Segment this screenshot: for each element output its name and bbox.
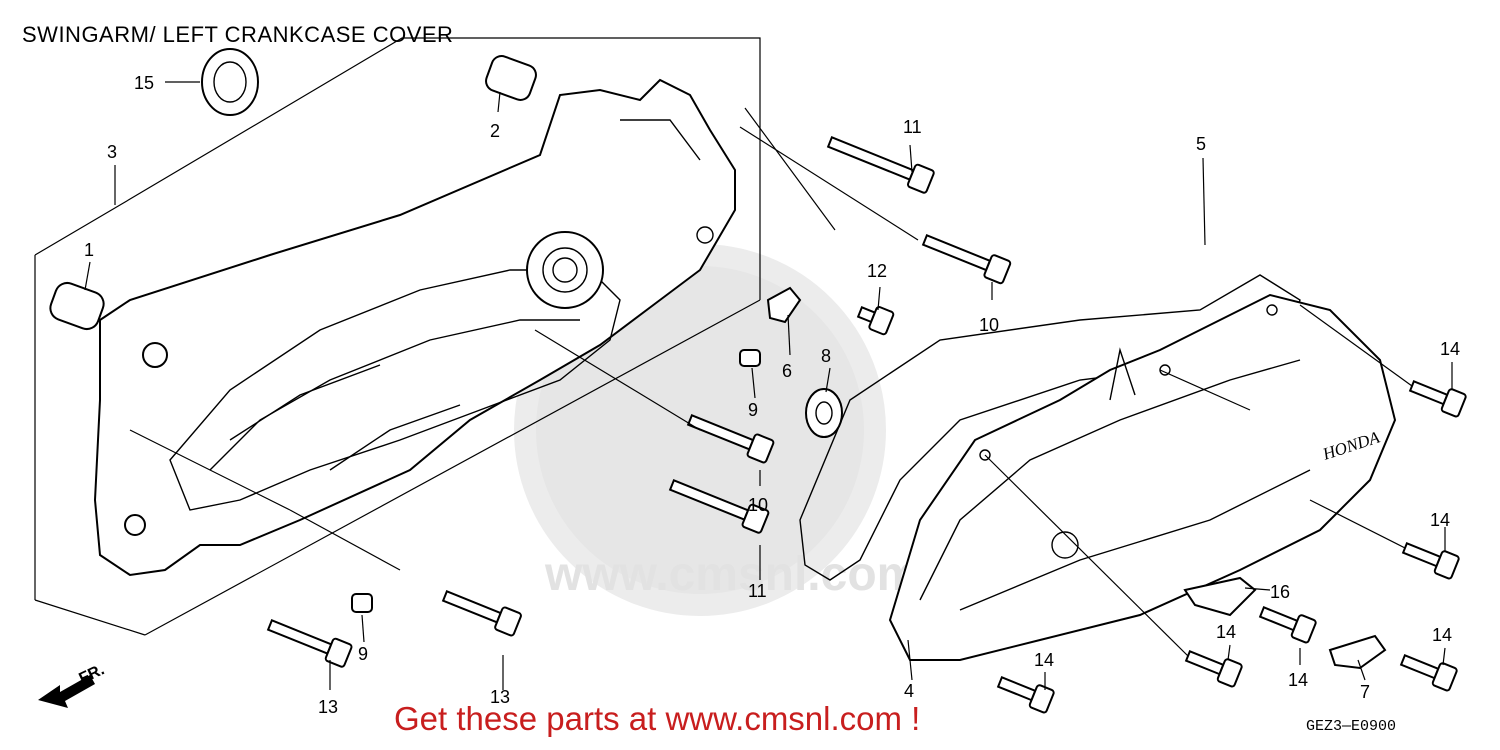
callouts: 15 2 3 1 11 5 12 10 8 6 14 9 10 14 11 16… xyxy=(84,73,1460,717)
callout-10-top: 10 xyxy=(979,315,999,335)
callout-6: 6 xyxy=(782,361,792,381)
clip-part-16 xyxy=(1183,576,1257,617)
bearing-part-15 xyxy=(201,48,259,116)
oil-seal-part-8 xyxy=(805,388,843,438)
callout-4: 4 xyxy=(904,681,914,701)
bushing-part-2 xyxy=(485,55,537,101)
callout-14-center-a: 14 xyxy=(1216,622,1236,642)
footer-link-text[interactable]: Get these parts at www.cmsnl.com ! xyxy=(394,700,921,737)
front-direction-arrow: FR. xyxy=(38,661,107,708)
callout-12: 12 xyxy=(867,261,887,281)
callout-10-mid: 10 xyxy=(748,495,768,515)
front-arrow-label: FR. xyxy=(77,661,108,687)
callout-2: 2 xyxy=(490,121,500,141)
callout-1: 1 xyxy=(84,240,94,260)
callout-8: 8 xyxy=(821,346,831,366)
belt-cover-part: HONDA xyxy=(799,274,1397,661)
callout-16: 16 xyxy=(1270,582,1290,602)
dowel-pin-part-9a xyxy=(739,349,761,367)
callout-9-upper: 9 xyxy=(748,400,758,420)
callout-3: 3 xyxy=(107,142,117,162)
diagram-title: SWINGARM/ LEFT CRANKCASE COVER xyxy=(22,22,454,47)
callout-14-right-top: 14 xyxy=(1440,339,1460,359)
clip-part-7 xyxy=(1328,634,1387,670)
callout-13-right: 13 xyxy=(490,687,510,707)
collar-part-1 xyxy=(49,281,105,331)
callout-11-mid: 11 xyxy=(748,581,767,601)
clip-part-6 xyxy=(766,286,802,324)
left-crankcase-part xyxy=(93,78,736,577)
callout-7: 7 xyxy=(1360,682,1370,702)
callout-15: 15 xyxy=(134,73,154,93)
leader-lines xyxy=(84,81,1453,690)
crankcase-frame xyxy=(34,37,761,636)
callout-11-top: 11 xyxy=(903,117,922,137)
diagram-code: GEZ3—E0900 xyxy=(1306,718,1397,735)
callout-14-center-b: 14 xyxy=(1034,650,1054,670)
callout-14-right-mid: 14 xyxy=(1430,510,1450,530)
watermark-text: www.cmsnl.com xyxy=(544,548,919,601)
dowel-pin-part-9b xyxy=(351,593,373,613)
bolts xyxy=(266,136,1467,714)
callout-5: 5 xyxy=(1196,134,1206,154)
callout-14-right-low: 14 xyxy=(1432,625,1452,645)
callout-9-lower: 9 xyxy=(358,644,368,664)
callout-14-center-c: 14 xyxy=(1288,670,1308,690)
callout-13-left: 13 xyxy=(318,697,338,717)
